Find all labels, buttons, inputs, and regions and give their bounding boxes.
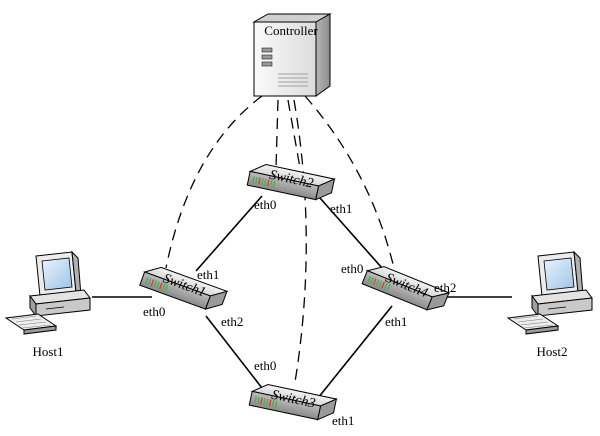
controller-label: Controller [264,23,318,38]
port-label-switch2-eth1: eth1 [330,201,352,216]
control-links [165,95,395,383]
port-label-switch4-eth1: eth1 [385,314,407,329]
control-link-switch4 [304,95,395,269]
control-link-switch2-b [287,99,301,169]
port-label-switch2-eth0: eth0 [254,197,276,212]
port-label-switch4-eth2: eth2 [434,280,456,295]
link-switch3-switch4 [317,305,393,399]
switch3-node: Switch3 [248,380,338,424]
host2-label: Host2 [536,344,567,359]
link-switch1-switch2 [195,195,263,272]
server-tower-icon [252,13,332,97]
port-label-switch3-eth1: eth1 [332,413,354,428]
host1-node: Host1 [5,251,91,359]
control-link-switch1 [165,95,263,269]
control-link-switch3 [293,99,307,383]
link-switch1-switch3 [205,315,263,389]
switch2-node: Switch2 [246,160,336,204]
control-link-switch2-a [275,99,279,169]
host2-node: Host2 [507,251,593,359]
port-label-switch1-eth0: eth0 [143,304,165,319]
desktop-computer-icon [5,251,91,335]
controller-node: Controller [252,13,332,97]
port-label-switch1-eth1: eth1 [197,267,219,282]
desktop-computer-icon [507,251,593,335]
port-label-switch1-eth2: eth2 [221,314,243,329]
data-links [92,195,512,399]
port-label-switch4-eth0: eth0 [341,261,363,276]
port-labels: eth0 eth1 eth2 eth0 eth1 eth0 eth1 eth0 … [143,197,456,428]
port-label-switch3-eth0: eth0 [254,358,276,373]
link-switch2-switch4 [319,197,383,269]
host1-label: Host1 [32,344,63,359]
